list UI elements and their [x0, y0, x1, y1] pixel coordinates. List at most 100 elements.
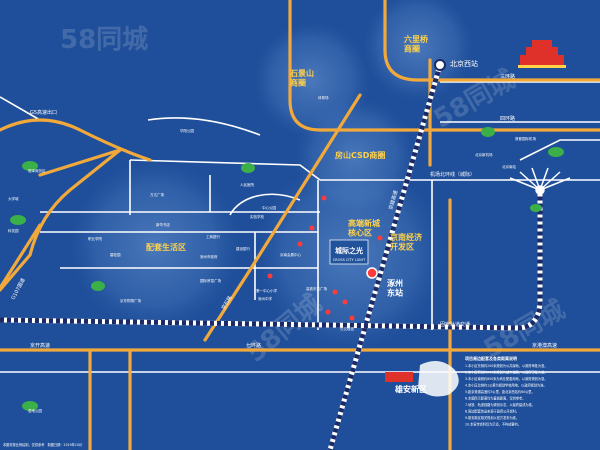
airport-icon: [509, 167, 571, 195]
station-beijing-west[interactable]: 北京西站: [434, 59, 478, 71]
poi-label: 首都国际机场: [515, 136, 536, 141]
hotspot-pin-icon[interactable]: [297, 241, 303, 247]
road-jingshi: [203, 93, 362, 342]
poi-label: 中心公园: [262, 205, 276, 210]
tree-icon: [91, 281, 105, 291]
tree-icon: [548, 147, 564, 157]
poi-label: 国际贸易广场: [200, 278, 221, 283]
lake-icon: [418, 361, 459, 397]
poi-label: 职业学院: [88, 236, 102, 241]
legend-line: 5.距京港澳高速约3公里，距北京西站约60公里。: [465, 389, 535, 394]
poi-label: 涿州中学: [258, 296, 272, 301]
district-label-fangshan: 房山CSD商圈: [335, 150, 385, 160]
poi-label: 人民医院: [240, 182, 254, 187]
tree-icon: [22, 401, 38, 411]
district-glow-liuliqiao: [363, 0, 473, 101]
poi-label: 第一中心小学: [256, 288, 277, 293]
poi-label: 公交枢纽: [340, 326, 354, 331]
hotspot-pin-icon[interactable]: [325, 309, 331, 315]
poi-label: 工商银行: [206, 234, 220, 239]
district-glow-peitao: [70, 160, 240, 330]
poi-label: 北京新机场: [475, 152, 493, 157]
district-label-shijingshan: 石景山商圈: [289, 68, 314, 88]
pagoda-icon: [385, 372, 413, 382]
road-label-seventh: 七环路: [246, 342, 261, 349]
road: [147, 117, 261, 136]
poi-labels: 体育场 华阳公园 万达广场 人民医院 中心公园 实验学校 工商银行 建设银行 涿…: [8, 95, 536, 413]
district-label-peitao: 配套生活区: [146, 242, 186, 252]
station-marker-icon: [434, 59, 446, 71]
station-zhuozhou-east[interactable]: 涿州东站: [366, 267, 403, 298]
project-subtitle: CROSS CITY LIGHT: [333, 258, 366, 262]
station-label: 涿州东站: [387, 278, 403, 298]
poi-label: 体育场: [318, 95, 329, 100]
hotspots: [267, 195, 383, 321]
road-label-rail: 固安轨道交通: [440, 321, 470, 328]
rail-line: [0, 190, 543, 331]
road-label-jingkai: 京开高速: [30, 342, 50, 349]
station-label: 北京西站: [450, 59, 478, 68]
road-label-fourth: 四环路: [500, 115, 515, 122]
hotspot-pin-icon[interactable]: [349, 315, 355, 321]
rail-lines: [0, 64, 543, 450]
poi-label: 万达广场: [150, 192, 164, 197]
road-label-jingzhang: 京港澳高速: [532, 342, 557, 349]
tree-icon: [530, 204, 542, 212]
hotspot-pin-icon[interactable]: [321, 195, 327, 201]
hotspot-pin-icon[interactable]: [342, 299, 348, 305]
tree-icon: [10, 215, 26, 225]
road: [129, 159, 321, 181]
poi-label: 涿州市政府: [200, 254, 218, 259]
legend-line: 1.本小区东侧约200米规划为公共绿地，以政府审批为准。: [465, 363, 547, 368]
legend-title: 项目周边配套及各类距离说明: [465, 355, 517, 361]
legend-line: 6.本图所示距离均为直线距离，仅供参考。: [465, 396, 525, 401]
poi-label: 湿地公园: [28, 408, 42, 413]
hotspot-pin-icon[interactable]: [332, 289, 338, 295]
poi-label: 华阳公园: [180, 128, 194, 133]
road-label-third: 三环路: [500, 73, 515, 80]
poi-label: 北京南站: [502, 164, 516, 169]
road-grid: [0, 81, 600, 373]
hotspot-pin-icon[interactable]: [377, 235, 383, 241]
hotspot-pin-icon[interactable]: [267, 273, 273, 279]
legend-line: 8.周边配套信息来源于政府公开资料。: [465, 409, 519, 414]
legend-line: 2.本小区西侧约500米规划为城市道路，以政府审批为准。: [465, 370, 547, 375]
poi-label: 碧桂园: [110, 252, 121, 257]
road-g5: [0, 118, 152, 162]
project-name: 城际之光: [335, 246, 363, 255]
legend-footer: 本图非按比例绘制，仅供参考 制图日期：2019年10月: [3, 442, 82, 447]
project-marker[interactable]: 城际之光 CROSS CITY LIGHT: [329, 239, 369, 265]
xiongan-landmark: 雄安新区: [385, 361, 459, 397]
station-marker-icon: [366, 267, 378, 279]
road-labels: G5高速出口 三环路 四环路 七环路 机场北环线（城际） 固安轨道交通 京开高速…: [10, 73, 557, 349]
road-g107: [0, 223, 42, 290]
legend-line: 3.本小区南侧约800米为商业配套用地，以政府规划为准。: [465, 376, 547, 381]
legend-line: 10.本宣传资料仅为示意，不构成要约。: [465, 422, 521, 427]
tree-icon: [241, 163, 255, 173]
road-label-jicheng: 机场北环线（城际）: [430, 171, 475, 178]
road: [229, 193, 301, 216]
poi-label: 实验学校: [250, 214, 264, 219]
road: [519, 139, 600, 161]
road-label-g5: G5高速出口: [30, 109, 57, 116]
road-west: [38, 148, 122, 177]
hotspot-pin-icon[interactable]: [309, 225, 315, 231]
legend-line: 9.雄安新区相关规划以官方发布为准。: [465, 415, 519, 420]
road-fourth-ring: [288, 0, 600, 132]
poi-label: 京南会展中心: [280, 252, 301, 257]
poi-label: 大学城: [8, 196, 19, 201]
legend-block: 项目周边配套及各类距离说明 1.本小区东侧约200米规划为公共绿地，以政府审批为…: [3, 355, 547, 447]
poi-label: 高铁东站广场: [306, 286, 327, 291]
poi-label: 丽泽商务区: [28, 168, 46, 173]
rail-jingxiong: [327, 64, 443, 450]
road-g107-upper: [0, 148, 122, 292]
poi-label: 建设银行: [236, 246, 250, 251]
poi-label: 科技园: [8, 228, 19, 233]
poi-label: 京东购物广场: [120, 298, 141, 303]
district-label-liuliqiao: 六里桥商圈: [404, 34, 429, 54]
poi-label: 新华书店: [156, 222, 170, 227]
road-third-ring: [383, 0, 600, 82]
park-icons: [10, 127, 564, 411]
